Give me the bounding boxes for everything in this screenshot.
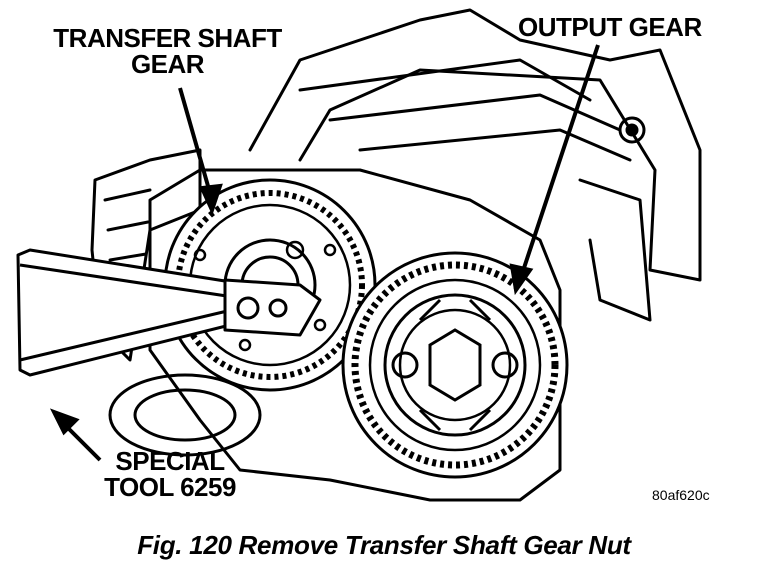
transfer-gear-arrow-line: [178, 87, 214, 201]
output-gear: [341, 251, 569, 479]
case-boss: [625, 123, 639, 137]
case-boss: [618, 116, 646, 144]
left-housing-rib: [108, 252, 148, 262]
upper-case-rib: [358, 128, 632, 162]
output-gear-label: OUTPUT GEAR: [518, 12, 702, 42]
figure-caption: Fig. 120 Remove Transfer Shaft Gear Nut: [137, 530, 631, 560]
left-housing-rib: [103, 188, 152, 202]
upper-case-rib: [298, 58, 592, 102]
output-gear-arrowhead: [509, 263, 534, 296]
case-flange: [148, 168, 562, 502]
left-housing-rib: [106, 220, 150, 232]
lower-bearing-inner: [133, 388, 237, 442]
special-tool-wrench: [16, 248, 322, 377]
upper-case-outline: [248, 8, 702, 282]
transfer-shaft-gear-label: TRANSFER SHAFT GEAR: [53, 23, 282, 79]
transmission-illustration: [16, 8, 702, 502]
right-housing: [578, 178, 652, 322]
transfer-gear-arrowhead: [199, 183, 223, 216]
special-tool-label: SPECIAL TOOL 6259: [104, 446, 236, 502]
upper-case-rib: [328, 93, 622, 132]
special-tool-arrowhead: [49, 408, 80, 436]
reference-code: 80af620c: [652, 487, 710, 503]
output-gear-arrow-line: [518, 44, 600, 281]
lower-bearing: [108, 373, 262, 457]
callout-arrows: [49, 44, 600, 462]
